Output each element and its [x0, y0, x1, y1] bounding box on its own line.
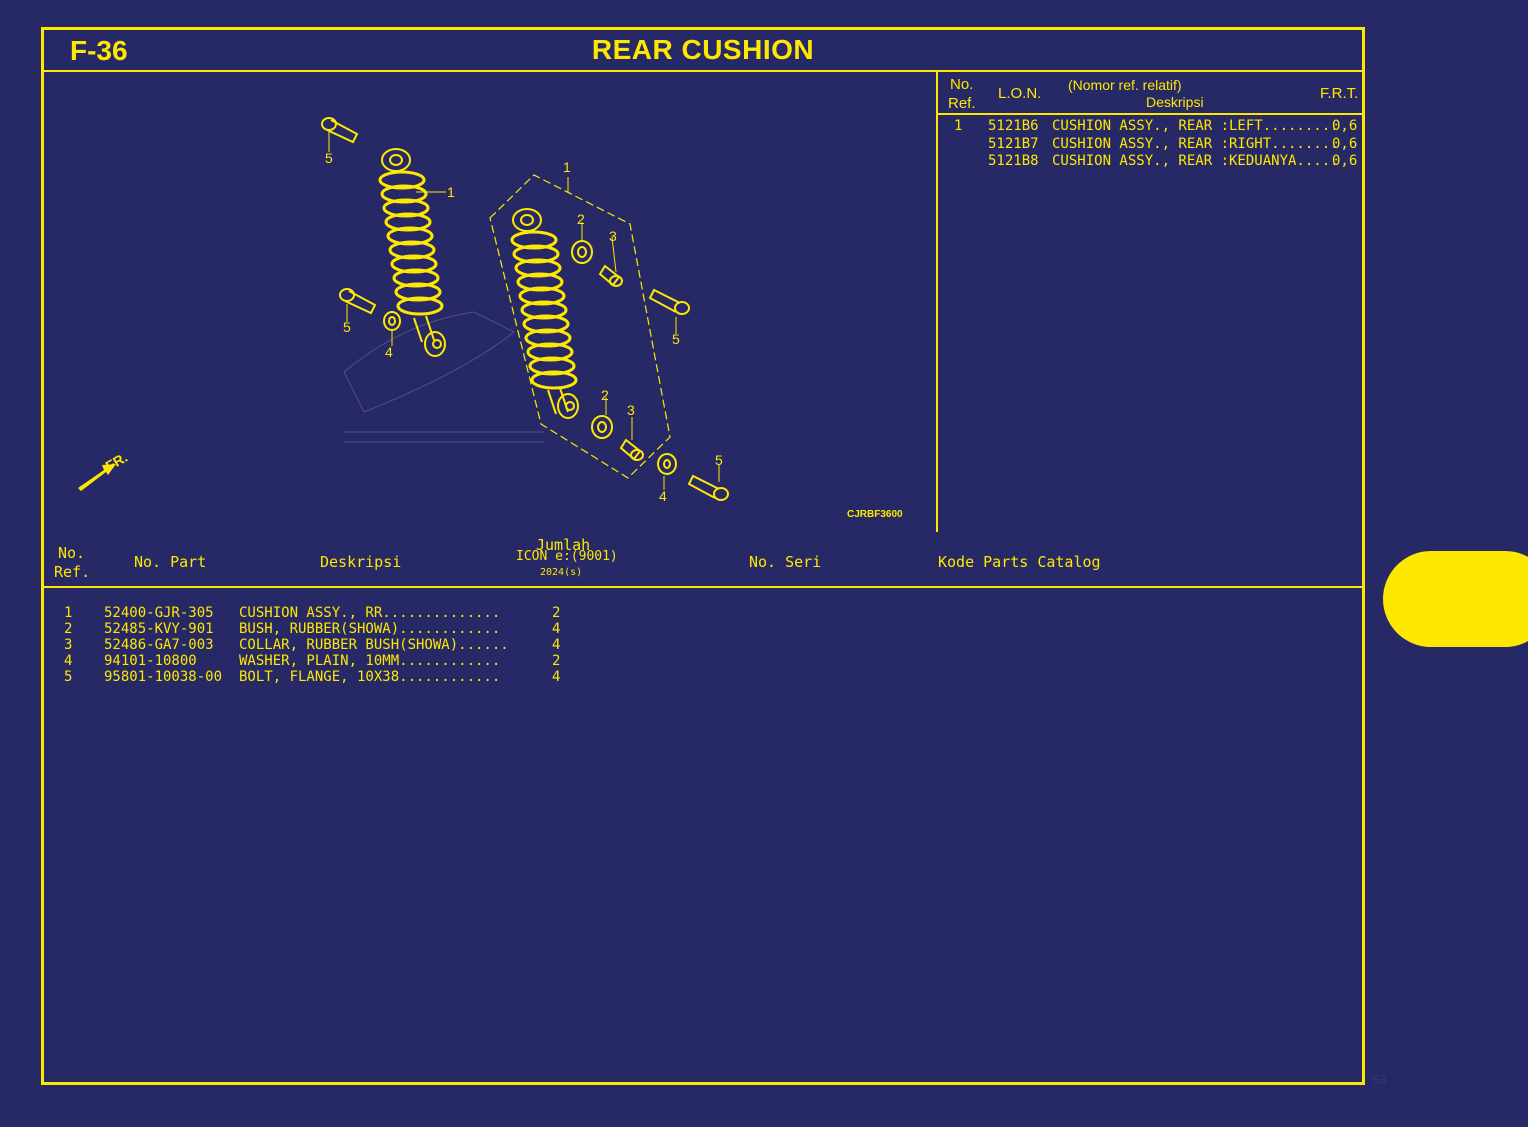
parts-cell-desc: CUSHION ASSY., RR.............. [239, 605, 501, 621]
table-row: 5 95801-10038-00 BOLT, FLANGE, 10X38......… [44, 669, 1362, 685]
parts-cell-desc: COLLAR, RUBBER BUSH(SHOWA)...... [239, 637, 509, 653]
frt-row: 5121B7 CUSHION ASSY., REAR :RIGHT........… [938, 136, 1362, 154]
parts-cell-part-no: 52485-KVY-901 [104, 621, 214, 637]
side-tab[interactable] [1383, 551, 1528, 647]
parts-cell-desc: BOLT, FLANGE, 10X38............ [239, 669, 501, 685]
illustration-code: CJRBF3600 [847, 509, 903, 520]
frt-header-lon: L.O.N. [998, 85, 1042, 102]
callout-5: 5 [343, 319, 351, 335]
frt-header-nomor: (Nomor ref. relatif) [1068, 77, 1182, 93]
title-bar: F-36 REAR CUSHION [44, 30, 1362, 72]
frt-table-body: 1 5121B6 CUSHION ASSY., REAR :LEFT........… [938, 118, 1362, 171]
parts-header-part-no: No. Part [134, 553, 207, 571]
front-arrow-icon [78, 464, 116, 491]
parts-cell-qty: 2 [552, 605, 561, 621]
frt-row: 1 5121B6 CUSHION ASSY., REAR :LEFT........… [938, 118, 1362, 136]
frt-cell-frt: 0,6 [1332, 153, 1358, 169]
watermark-shape [343, 311, 544, 443]
exploded-diagram: FR. 5 1 1 2 3 5 4 5 2 3 4 5 CJRBF3600 [44, 72, 938, 532]
shock-absorber-right-icon [510, 208, 579, 419]
parts-header-ref: Ref. [54, 563, 91, 581]
bush-icon [571, 240, 613, 439]
frt-header-deskripsi: Deskripsi [1146, 94, 1204, 110]
page-number: 53 [1372, 1072, 1387, 1087]
callout-3: 3 [609, 228, 617, 244]
frt-cell-lon: 5121B7 [988, 135, 1039, 152]
parts-header-no: No. [58, 544, 86, 562]
parts-header-desc: Deskripsi [320, 553, 402, 571]
frt-cell-frt: 0,6 [1332, 118, 1358, 134]
callout-5: 5 [672, 331, 680, 347]
frt-cell-lon: 5121B8 [988, 153, 1039, 169]
callout-2: 2 [577, 211, 585, 227]
parts-cell-ref: 1 [64, 605, 73, 621]
frt-header-frt: F.R.T. [1320, 85, 1359, 102]
collar-icon [598, 264, 644, 461]
parts-cell-part-no: 95801-10038-00 [104, 669, 223, 685]
bolt-icon [321, 117, 729, 501]
parts-header-serial: No. Seri [749, 553, 822, 571]
frt-header-no: No. [950, 76, 974, 93]
parts-cell-desc: WASHER, PLAIN, 10MM............ [239, 653, 501, 669]
table-row: 4 94101-10800 WASHER, PLAIN, 10MM.........… [44, 653, 1362, 669]
parts-cell-part-no: 52400-GJR-305 [104, 605, 214, 621]
frt-table-header: No. Ref. L.O.N. (Nomor ref. relatif) Des… [938, 72, 1362, 115]
parts-table-body: 1 52400-GJR-305 CUSHION ASSY., RR.........… [44, 605, 1362, 685]
parts-cell-qty: 4 [552, 669, 561, 685]
callout-5: 5 [715, 452, 723, 468]
parts-header-year: 2024(s) [540, 567, 583, 578]
callout-1: 1 [447, 184, 455, 200]
callout-4: 4 [659, 488, 667, 504]
parts-cell-ref: 5 [64, 669, 73, 685]
catalog-page-frame: F-36 REAR CUSHION [41, 27, 1365, 1085]
callout-1: 1 [563, 159, 571, 175]
table-row: 1 52400-GJR-305 CUSHION ASSY., RR.........… [44, 605, 1362, 621]
rear-cushion-diagram: FR. 5 1 1 2 3 5 4 5 2 3 4 5 [78, 117, 729, 504]
parts-cell-ref: 2 [64, 621, 73, 637]
parts-table-header: No. Ref. No. Part Deskripsi Jumlah ICON … [44, 532, 1362, 588]
parts-cell-qty: 2 [552, 653, 561, 669]
frt-table: No. Ref. L.O.N. (Nomor ref. relatif) Des… [938, 72, 1362, 532]
parts-cell-desc: BUSH, RUBBER(SHOWA)............ [239, 621, 501, 637]
washer-icon [383, 311, 677, 475]
figure-code: F-36 [70, 35, 128, 66]
parts-cell-ref: 4 [64, 653, 73, 669]
callout-3: 3 [627, 402, 635, 418]
table-row: 3 52486-GA7-003 COLLAR, RUBBER BUSH(SHOWA)… [44, 637, 1362, 653]
parts-header-qty: Jumlah [536, 536, 591, 554]
frt-cell-desc: CUSHION ASSY., REAR :KEDUANYA..... [1052, 153, 1339, 169]
callout-4: 4 [385, 344, 393, 360]
frt-cell-desc: CUSHION ASSY., REAR :LEFT......... [1052, 118, 1339, 134]
callout-2: 2 [601, 387, 609, 403]
callout-5: 5 [325, 150, 333, 166]
frt-header-ref: Ref. [948, 95, 976, 112]
parts-cell-part-no: 94101-10800 [104, 653, 197, 669]
page-title: REAR CUSHION [591, 34, 815, 65]
parts-cell-part-no: 52486-GA7-003 [104, 637, 214, 653]
frt-row: 5121B8 CUSHION ASSY., REAR :KEDUANYA.....… [938, 153, 1362, 171]
shock-absorber-left-icon [378, 148, 446, 357]
table-row: 2 52485-KVY-901 BUSH, RUBBER(SHOWA).......… [44, 621, 1362, 637]
frt-cell-ref: 1 [954, 118, 963, 134]
parts-header-icon: ICON e:(9001) [516, 549, 618, 564]
parts-cell-qty: 4 [552, 621, 561, 637]
frt-cell-frt: 0,6 [1332, 135, 1358, 152]
parts-cell-ref: 3 [64, 637, 73, 653]
frt-cell-desc: CUSHION ASSY., REAR :RIGHT........ [1052, 135, 1339, 152]
parts-header-catalog: Kode Parts Catalog [938, 553, 1101, 571]
parts-cell-qty: 4 [552, 637, 561, 653]
frt-cell-lon: 5121B6 [988, 118, 1039, 134]
